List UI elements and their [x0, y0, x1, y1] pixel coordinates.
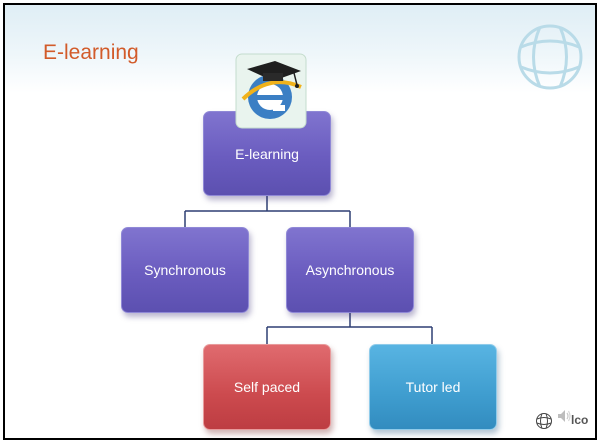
slide: E-learning E-learning Synchronous Asynch… [3, 3, 597, 440]
node-e-learning-label: E-learning [235, 145, 299, 162]
node-self-paced: Self paced [203, 344, 331, 430]
node-self-paced-label: Self paced [233, 379, 301, 395]
speaker-icon[interactable] [556, 408, 572, 424]
node-e-learning: E-learning [203, 111, 331, 196]
globe-icon [536, 413, 552, 429]
globe-icon [517, 24, 583, 90]
node-asynchronous: Asynchronous [286, 227, 414, 313]
diagram-connectors [184, 196, 433, 344]
slide-title: E-learning [43, 41, 139, 64]
node-tutor-led-label: Tutor led [405, 379, 461, 395]
internet-explorer-graduation-icon [235, 53, 307, 129]
node-synchronous: Synchronous [121, 227, 249, 313]
node-asynchronous-label: Asynchronous [305, 262, 395, 278]
node-synchronous-label: Synchronous [144, 262, 226, 278]
footer-logo-text: lco [571, 413, 589, 427]
node-tutor-led: Tutor led [369, 344, 497, 430]
